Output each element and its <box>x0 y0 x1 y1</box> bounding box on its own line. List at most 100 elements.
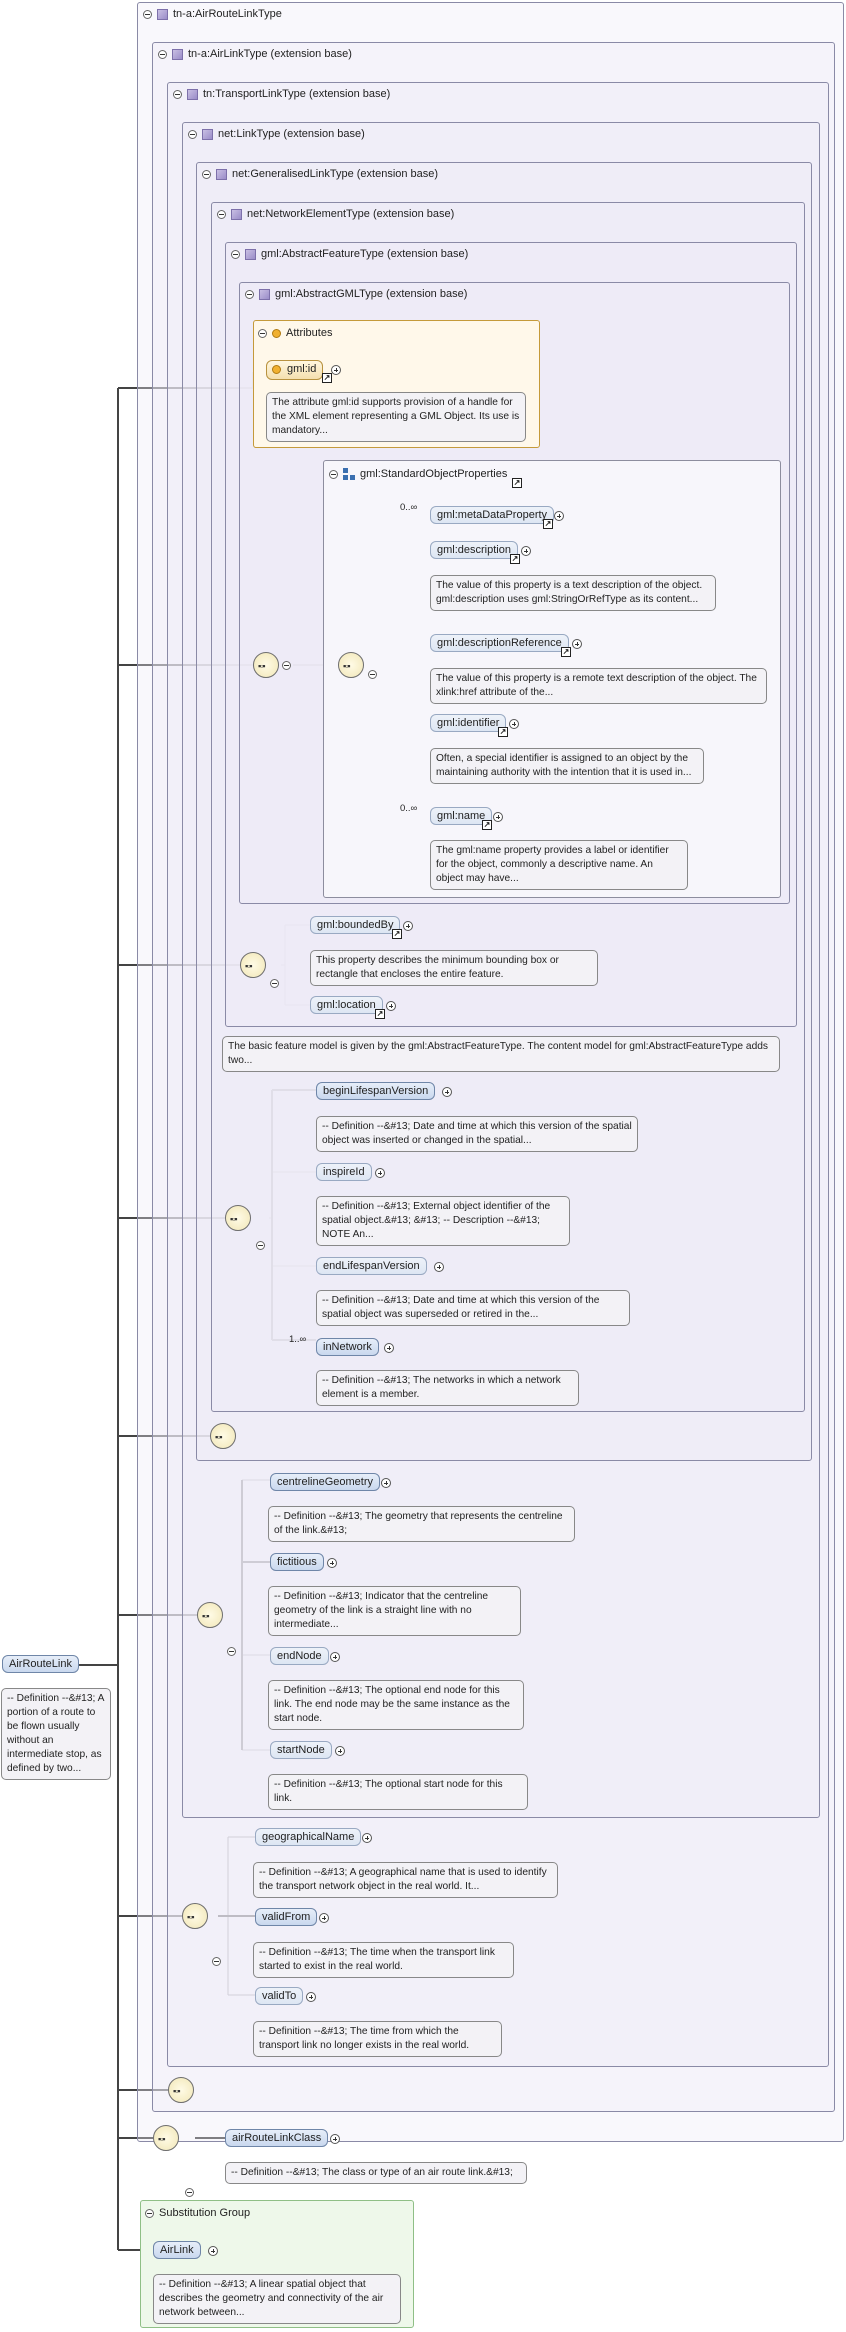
element-centrelinegeometry[interactable]: centrelineGeometry <box>270 1473 380 1491</box>
collapse-toggle-icon[interactable] <box>258 328 267 338</box>
collapse-toggle-icon[interactable] <box>158 49 167 59</box>
type-label: tn-a:AirRouteLinkType <box>173 8 282 20</box>
sequence-compositor-icon[interactable]: ▪▫▪ <box>210 1423 236 1449</box>
element-label: gml:name <box>437 810 486 822</box>
collapse-toggle-icon[interactable] <box>202 169 211 179</box>
attributes-header[interactable]: Attributes <box>258 327 332 339</box>
element-airroutelinkclass[interactable]: airRouteLinkClass <box>225 2129 329 2147</box>
element-gml-descriptionreference[interactable]: gml:descriptionReference <box>430 634 569 652</box>
sequence-compositor-icon[interactable]: ▪▫▪ <box>338 652 364 678</box>
expand-plus-icon[interactable] <box>208 2246 218 2256</box>
collapse-toggle-icon[interactable] <box>282 661 291 670</box>
collapse-toggle-icon[interactable] <box>143 9 152 19</box>
sequence-compositor-icon[interactable]: ▪▫▪ <box>225 1205 251 1231</box>
element-startnode[interactable]: startNode <box>270 1741 332 1759</box>
collapse-toggle-icon[interactable] <box>145 2208 154 2218</box>
collapse-toggle-icon[interactable] <box>185 2188 194 2197</box>
element-fictitious[interactable]: fictitious <box>270 1553 324 1571</box>
collapse-toggle-icon[interactable] <box>270 979 279 988</box>
element-gml-boundedby[interactable]: gml:boundedBy <box>310 916 401 934</box>
type-header-airlinktype[interactable]: tn-a:AirLinkType (extension base) <box>158 48 352 60</box>
expand-plus-icon[interactable] <box>362 1833 372 1843</box>
expand-plus-icon[interactable] <box>331 365 341 375</box>
group-header-standardobjectproperties[interactable]: gml:StandardObjectProperties <box>329 468 507 480</box>
element-gml-description[interactable]: gml:description <box>430 541 518 559</box>
expand-plus-icon[interactable] <box>403 921 413 931</box>
expand-plus-icon[interactable] <box>319 1913 329 1923</box>
sequence-compositor-icon[interactable]: ▪▫▪ <box>182 1903 208 1929</box>
collapse-toggle-icon[interactable] <box>231 249 240 259</box>
sequence-compositor-icon[interactable]: ▪▫▪ <box>240 952 266 978</box>
expand-plus-icon[interactable] <box>335 1746 345 1756</box>
collapse-toggle-icon[interactable] <box>188 129 197 139</box>
type-header-networkelementtype[interactable]: net:NetworkElementType (extension base) <box>217 208 454 220</box>
collapse-toggle-icon[interactable] <box>217 209 226 219</box>
complex-type-icon <box>259 288 270 300</box>
element-gml-location[interactable]: gml:location <box>310 996 383 1014</box>
expand-plus-icon[interactable] <box>381 1478 391 1488</box>
element-label: inspireId <box>323 1166 365 1178</box>
expand-plus-icon[interactable] <box>572 639 582 649</box>
type-header-transportlinktype[interactable]: tn:TransportLinkType (extension base) <box>173 88 390 100</box>
gml-id-doc: The attribute gml:id supports provision … <box>266 392 526 442</box>
complex-type-icon <box>187 88 198 100</box>
element-validto[interactable]: validTo <box>255 1987 304 2005</box>
expand-plus-icon[interactable] <box>327 1558 337 1568</box>
element-label: gml:location <box>317 999 376 1011</box>
gml-id-attribute[interactable]: gml:id <box>266 360 324 380</box>
expand-plus-icon[interactable] <box>521 546 531 556</box>
expand-plus-icon[interactable] <box>442 1087 452 1097</box>
geographicalname-doc: -- Definition --&#13; A geographical nam… <box>253 1862 558 1898</box>
element-innetwork[interactable]: inNetwork <box>316 1338 379 1356</box>
type-header-abstractgmltype[interactable]: gml:AbstractGMLType (extension base) <box>245 288 467 300</box>
validto-doc: -- Definition --&#13; The time from whic… <box>253 2021 502 2057</box>
element-gml-name[interactable]: gml:name <box>430 807 493 825</box>
expand-plus-icon[interactable] <box>384 1343 394 1353</box>
element-geographicalname[interactable]: geographicalName <box>255 1828 362 1846</box>
element-label: inNetwork <box>323 1341 372 1353</box>
collapse-toggle-icon[interactable] <box>212 1957 221 1966</box>
expand-plus-icon[interactable] <box>493 812 503 822</box>
expand-plus-icon[interactable] <box>330 2134 340 2144</box>
expand-plus-icon[interactable] <box>386 1001 396 1011</box>
inspireid-doc: -- Definition --&#13; External object id… <box>316 1196 570 1246</box>
expand-plus-icon[interactable] <box>330 1652 340 1662</box>
sequence-compositor-icon[interactable]: ▪▫▪ <box>197 1602 223 1628</box>
element-beginlifespanversion[interactable]: beginLifespanVersion <box>316 1082 436 1100</box>
type-header-abstractfeaturetype[interactable]: gml:AbstractFeatureType (extension base) <box>231 248 468 260</box>
collapse-toggle-icon[interactable] <box>329 469 338 479</box>
collapse-toggle-icon[interactable] <box>368 670 377 679</box>
sequence-compositor-icon[interactable]: ▪▫▪ <box>253 652 279 678</box>
collapse-toggle-icon[interactable] <box>245 289 254 299</box>
collapse-toggle-icon[interactable] <box>173 89 182 99</box>
endnode-doc: -- Definition --&#13; The optional end n… <box>268 1680 524 1730</box>
expand-plus-icon[interactable] <box>509 719 519 729</box>
attribute-icon <box>272 328 281 338</box>
element-gml-identifier[interactable]: gml:identifier <box>430 714 507 732</box>
reference-arrow-icon: ↗ <box>512 478 522 488</box>
element-inspireid[interactable]: inspireId <box>316 1163 372 1181</box>
root-element-airroutelink[interactable]: AirRouteLink <box>2 1655 79 1673</box>
expand-plus-icon[interactable] <box>554 511 564 521</box>
expand-plus-icon[interactable] <box>375 1168 385 1178</box>
element-label: airRouteLinkClass <box>232 2132 322 2144</box>
expand-plus-icon[interactable] <box>434 1262 444 1272</box>
abstract-feature-type-doc: The basic feature model is given by the … <box>222 1036 780 1072</box>
collapse-toggle-icon[interactable] <box>227 1647 236 1656</box>
substitution-group-header[interactable]: Substitution Group <box>145 2207 250 2219</box>
innetwork-doc: -- Definition --&#13; The networks in wh… <box>316 1370 579 1406</box>
collapse-toggle-icon[interactable] <box>256 1241 265 1250</box>
type-header-root[interactable]: tn-a:AirRouteLinkType <box>143 8 282 20</box>
airroutelinkclass-doc: -- Definition --&#13; The class or type … <box>225 2162 527 2184</box>
element-gml-metadataproperty[interactable]: gml:metaDataProperty <box>430 506 555 524</box>
element-validfrom[interactable]: validFrom <box>255 1908 318 1926</box>
sequence-compositor-icon[interactable]: ▪▫▪ <box>153 2125 179 2151</box>
element-airlink[interactable]: AirLink <box>153 2241 201 2259</box>
type-header-linktype[interactable]: net:LinkType (extension base) <box>188 128 365 140</box>
gml-description-doc: The value of this property is a text des… <box>430 575 716 611</box>
type-header-generalisedlinktype[interactable]: net:GeneralisedLinkType (extension base) <box>202 168 438 180</box>
element-endlifespanversion[interactable]: endLifespanVersion <box>316 1257 427 1275</box>
element-endnode[interactable]: endNode <box>270 1647 329 1665</box>
expand-plus-icon[interactable] <box>306 1992 316 2002</box>
sequence-compositor-icon[interactable]: ▪▫▪ <box>168 2077 194 2103</box>
